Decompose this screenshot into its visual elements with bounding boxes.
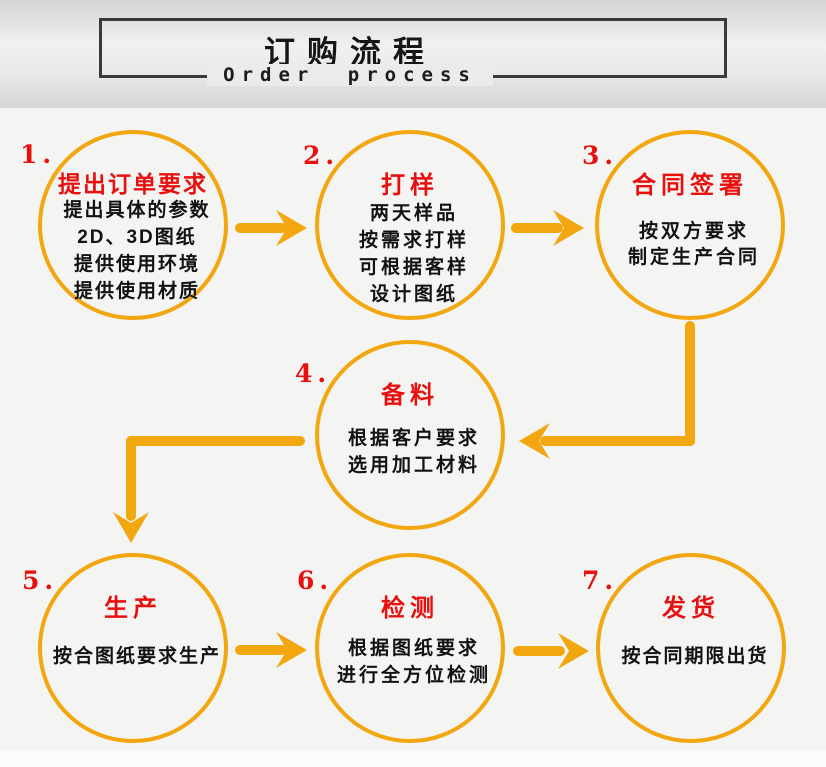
- arrow-step2-to-step3: [511, 210, 584, 246]
- arrow-step1-to-step2: [235, 210, 307, 246]
- step-circle-inspection: 检测 根据图纸要求进行全方位检测: [315, 553, 505, 743]
- step-title: 发货: [662, 595, 720, 622]
- step-details: 按双方要求制定生产合同: [589, 219, 799, 271]
- step-detail-line: 按合同期限出货: [621, 646, 769, 667]
- step-detail-line: 制定生产合同: [627, 247, 760, 268]
- step-detail-line: 设计图纸: [369, 284, 458, 305]
- step-detail-line: 提供使用材质: [73, 281, 200, 302]
- step-detail-line: 按合图纸要求生产: [52, 646, 221, 667]
- step-number-6: 6.: [297, 566, 334, 595]
- arrow-step6-to-step7: [513, 633, 589, 669]
- step-detail-line: 选用加工材料: [347, 455, 480, 476]
- step-details: 提出具体的参数 2D、3D图纸提供使用环境提供使用材质: [32, 197, 242, 305]
- step-details: 根据客户要求选用加工材料: [309, 425, 519, 479]
- step-detail-line: 2D、3D图纸: [77, 227, 197, 248]
- arrow-step4-to-step5: [113, 436, 305, 543]
- bottom-strip: [0, 750, 826, 767]
- step-title: 合同签署: [632, 172, 748, 199]
- step-number-2: 2.: [303, 141, 340, 170]
- step-circle-order-request: 提出订单要求 提出具体的参数 2D、3D图纸提供使用环境提供使用材质: [38, 130, 228, 320]
- page-subtitle: Order process: [99, 64, 601, 86]
- step-title: 检测: [381, 595, 439, 622]
- step-number-4: 4.: [295, 359, 332, 388]
- step-details: 按合同期限出货: [590, 643, 800, 670]
- step-number-3: 3.: [582, 141, 619, 170]
- step-circle-material-preparation: 备料 根据客户要求选用加工材料: [315, 340, 505, 530]
- step-detail-line: 提供使用环境: [73, 254, 200, 275]
- step-details: 根据图纸要求进行全方位检测: [309, 635, 519, 689]
- step-number-5: 5.: [22, 566, 59, 595]
- step-details: 按合图纸要求生产: [32, 643, 242, 670]
- step-detail-line: 可根据客样: [358, 257, 469, 278]
- step-circle-contract-signing: 合同签署 按双方要求制定生产合同: [595, 130, 785, 320]
- step-title: 生产: [104, 595, 162, 622]
- step-detail-line: 根据图纸要求: [347, 638, 480, 659]
- step-detail-line: 进行全方位检测: [336, 665, 491, 686]
- step-detail-line: 按需求打样: [358, 230, 469, 251]
- step-circle-sampling: 打样 两天样品按需求打样可根据客样设计图纸: [315, 130, 505, 320]
- page-subtitle-text: Order process: [207, 64, 493, 86]
- step-detail-line: 两天样品: [369, 203, 458, 224]
- step-detail-line: 提出具体的参数: [63, 200, 211, 221]
- step-detail-line: 根据客户要求: [347, 428, 480, 449]
- step-title: 提出订单要求: [58, 171, 208, 197]
- step-title: 打样: [381, 172, 439, 199]
- step-details: 两天样品按需求打样可根据客样设计图纸: [309, 200, 519, 308]
- step-number-7: 7.: [582, 566, 619, 595]
- arrow-step3-to-step4: [519, 321, 695, 459]
- step-detail-line: 按双方要求: [638, 221, 749, 242]
- step-title: 备料: [381, 382, 439, 409]
- arrow-step5-to-step6: [235, 632, 307, 668]
- step-number-1: 1.: [20, 140, 57, 169]
- step-circle-shipping: 发货 按合同期限出货: [596, 553, 786, 743]
- step-circle-production: 生产 按合图纸要求生产: [38, 553, 228, 743]
